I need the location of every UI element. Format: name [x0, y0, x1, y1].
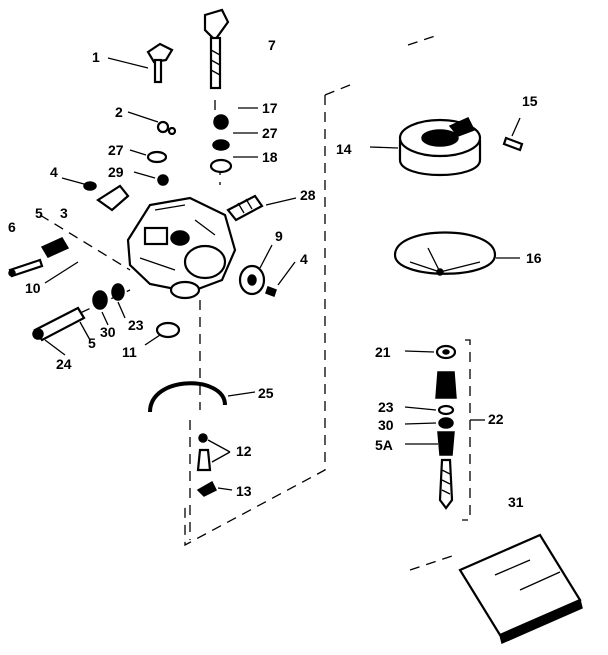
part-13-screw — [196, 480, 218, 497]
part-31-instruction-card — [458, 533, 583, 645]
label-part-31: 31 — [508, 494, 524, 510]
label-part-5-lower: 5 — [88, 335, 96, 351]
label-part-27-left: 27 — [108, 142, 124, 158]
label-part-17: 17 — [262, 100, 278, 116]
part-1-throttle-valve — [146, 42, 174, 84]
part-30-o-ring-left — [92, 290, 108, 310]
part-25-bowl-gasket — [148, 381, 227, 413]
label-part-2: 2 — [115, 104, 123, 120]
label-part-24: 24 — [56, 356, 72, 372]
part-18-seal — [209, 158, 233, 174]
part-17-spring — [213, 114, 229, 130]
label-part-21: 21 — [375, 344, 391, 360]
part-5-spring-upper — [40, 237, 70, 258]
part-27-washer-left — [146, 150, 168, 164]
part-14-float-bowl-top — [398, 117, 482, 176]
part-labels: 1 7 2 17 27 27 29 18 14 15 4 28 5 3 6 9 … — [8, 37, 542, 510]
leader-lines — [44, 57, 521, 491]
label-part-27-right: 27 — [262, 125, 278, 141]
label-part-10: 10 — [25, 280, 41, 296]
label-part-25: 25 — [258, 385, 274, 401]
label-part-28: 28 — [300, 187, 316, 203]
label-part-1: 1 — [92, 49, 100, 65]
part-23-washer-left — [111, 283, 125, 301]
label-part-29: 29 — [108, 164, 124, 180]
part-15-pin — [502, 136, 524, 152]
label-part-12: 12 — [236, 443, 252, 459]
label-part-7: 7 — [268, 37, 276, 53]
label-part-5A: 5A — [375, 437, 393, 453]
label-part-18: 18 — [262, 149, 278, 165]
part-27-washer-right — [212, 139, 230, 151]
part-24-idle-screw — [32, 306, 86, 342]
label-part-30-right: 30 — [378, 417, 394, 433]
part-4-shaft-right — [265, 286, 277, 297]
part-28-nozzle — [226, 194, 264, 222]
label-part-11: 11 — [122, 344, 137, 360]
label-part-23-left: 23 — [128, 317, 144, 333]
part-7-needle-valve — [203, 8, 230, 90]
label-part-16: 16 — [526, 250, 542, 266]
label-part-4-right: 4 — [300, 251, 308, 267]
label-part-15: 15 — [522, 93, 538, 109]
part-11-gasket — [155, 321, 181, 339]
part-6-screw — [8, 258, 44, 278]
part-22-main-jet-assembly — [435, 344, 457, 510]
label-part-9: 9 — [275, 228, 283, 244]
part-16-float-bowl — [393, 231, 497, 276]
label-part-30-left: 30 — [100, 324, 116, 340]
label-part-22: 22 — [488, 411, 504, 427]
part-9-lever — [238, 264, 266, 296]
label-part-6: 6 — [8, 219, 16, 235]
part-2-screw — [156, 120, 177, 136]
label-part-3: 3 — [60, 205, 68, 221]
label-part-13: 13 — [236, 483, 252, 499]
label-part-4-left: 4 — [50, 164, 58, 180]
label-part-23-right: 23 — [378, 399, 394, 415]
part-4-shaft-left — [83, 181, 130, 212]
carburetor-body — [126, 196, 237, 300]
label-part-14: 14 — [336, 141, 352, 157]
label-part-5-upper: 5 — [35, 205, 43, 221]
part-12-drain-valve — [196, 433, 212, 472]
part-29-o-ring — [157, 174, 169, 186]
